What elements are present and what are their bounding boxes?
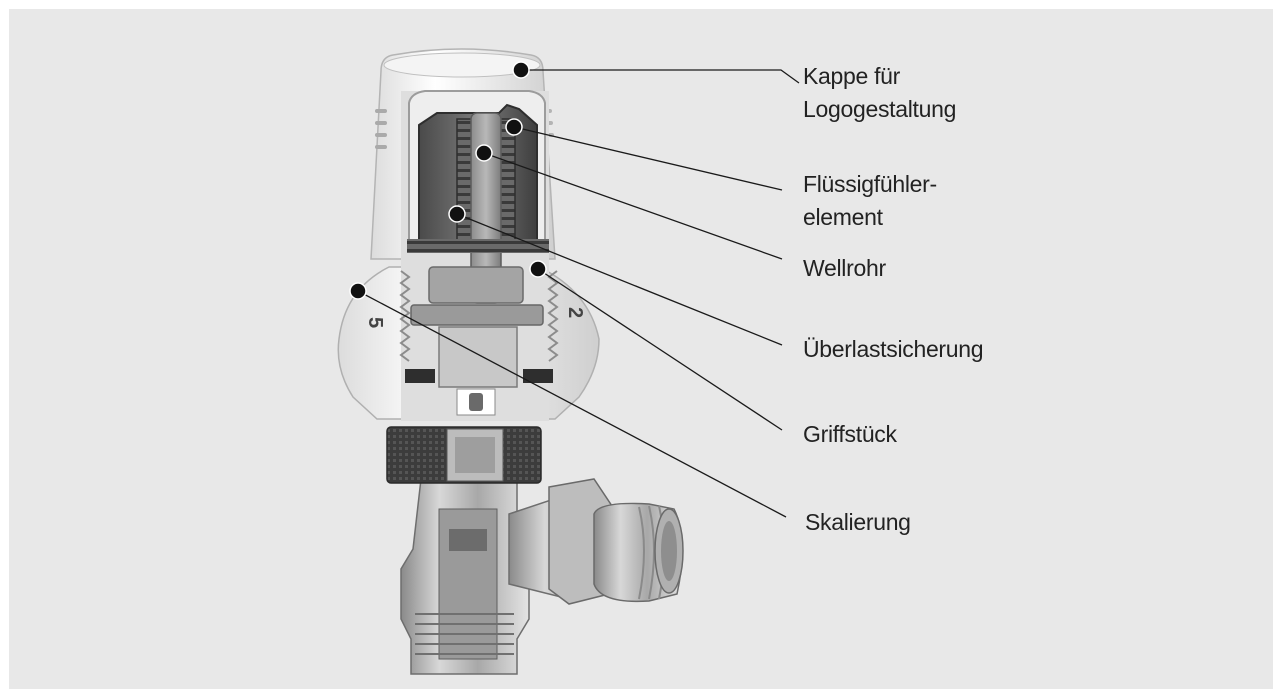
label-fluessigfuehler-line1: Flüssigfühler- — [803, 171, 937, 197]
label-wellrohr-line1: Wellrohr — [803, 255, 886, 281]
leader-line-wellrohr — [483, 152, 783, 260]
leader-line-kappe — [521, 69, 800, 84]
leader-lines — [357, 69, 800, 518]
label-kappe-line2: Logogestaltung — [803, 96, 957, 122]
valve-cutaway-diagram: 5 2 — [337, 48, 800, 675]
marker-kappe — [512, 61, 530, 79]
leader-line-ueberlast — [456, 213, 783, 346]
label-fluessigfuehler: Flüssigfühler- element — [803, 168, 937, 234]
label-skalierung-line1: Skalierung — [805, 509, 911, 535]
marker-dots — [349, 61, 547, 300]
label-kappe-line1: Kappe für — [803, 63, 901, 89]
leader-line-fluessigfuehler — [513, 126, 783, 191]
scale-digit-left: 5 — [364, 317, 386, 328]
marker-griffstueck — [529, 260, 547, 278]
marker-fluessigfuehler — [505, 118, 523, 136]
label-ueberlast-line1: Überlastsicherung — [803, 336, 984, 362]
marker-wellrohr — [475, 144, 493, 162]
leader-line-skalierung — [357, 290, 787, 518]
leader-line-griffstueck — [537, 268, 783, 431]
figure-panel: 5 2 Kappe für Logogestaltung Flüssigfühl… — [9, 9, 1273, 689]
label-skalierung: Skalierung — [805, 506, 911, 539]
label-kappe: Kappe für Logogestaltung — [803, 60, 956, 126]
label-griffstueck-line1: Griffstück — [803, 421, 897, 447]
valve-body — [400, 478, 684, 675]
label-fluessigfuehler-line2: element — [803, 204, 883, 230]
label-griffstueck: Griffstück — [803, 418, 897, 451]
label-ueberlast: Überlastsicherung — [803, 333, 984, 366]
scale-digit-right: 2 — [564, 307, 586, 318]
marker-ueberlast — [448, 205, 466, 223]
union-nut — [386, 426, 542, 484]
label-wellrohr: Wellrohr — [803, 252, 886, 285]
marker-skalierung — [349, 282, 367, 300]
thermostat-head: 5 2 — [337, 48, 600, 421]
